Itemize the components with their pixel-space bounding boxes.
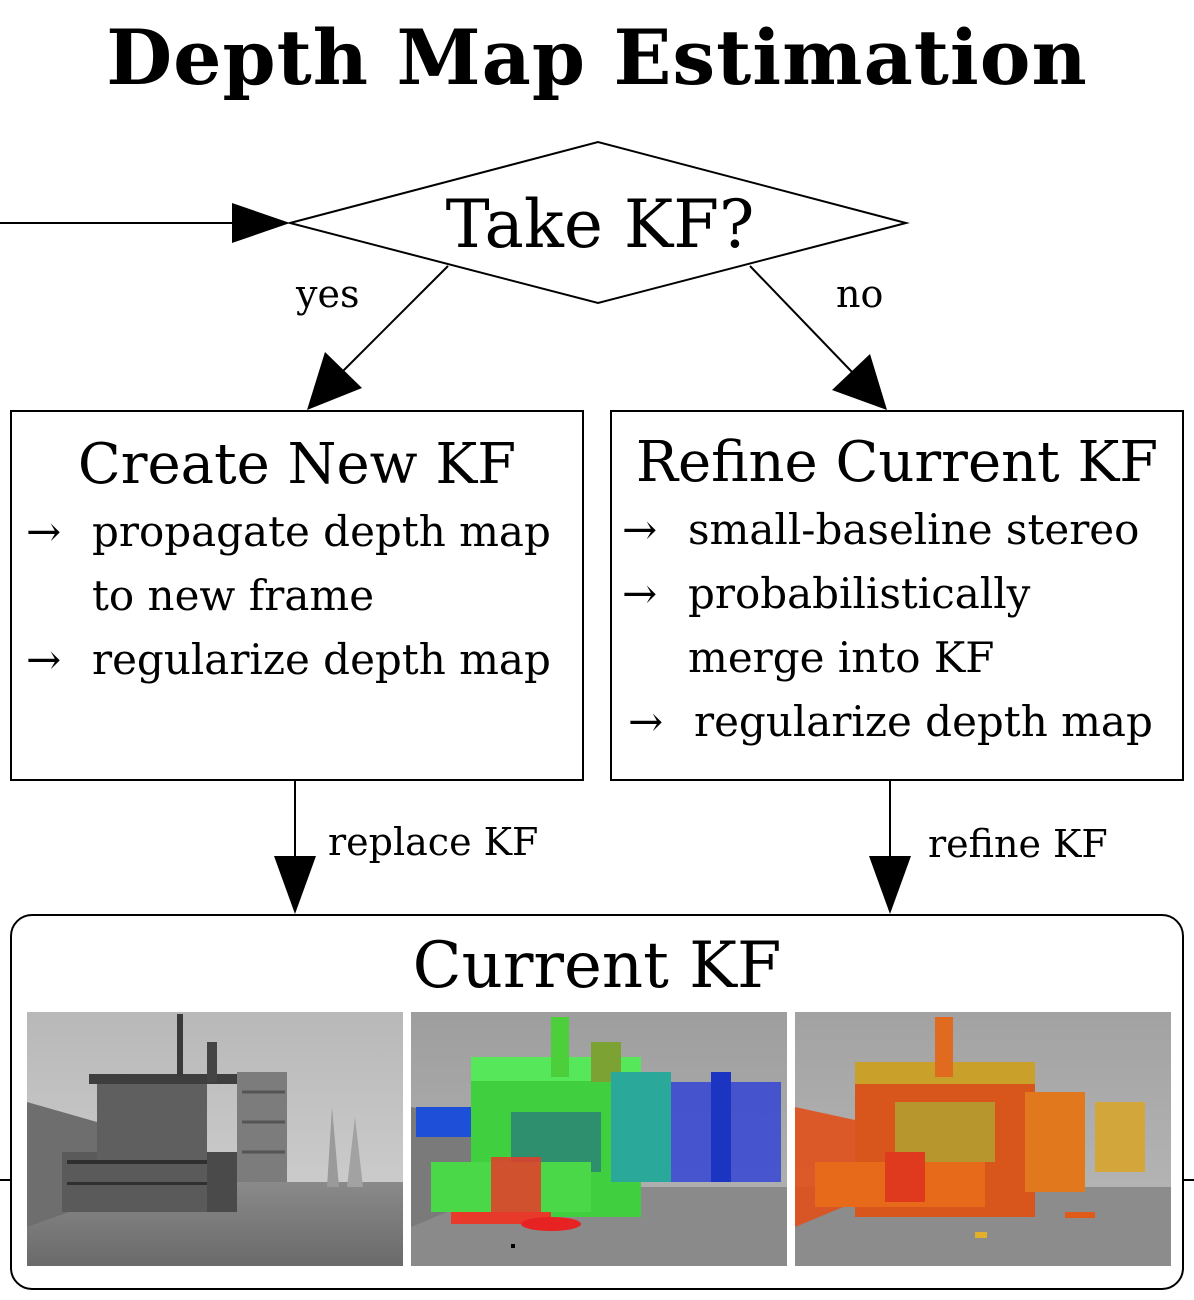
refine-arrowhead bbox=[869, 856, 911, 914]
no-arrowhead bbox=[832, 354, 887, 410]
refine-item-2: → probabilistically bbox=[622, 562, 1182, 626]
refine-current-kf-box: Refine Current KF → small-baseline stereo… bbox=[610, 410, 1184, 781]
refine-item-2-line1: probabilistically bbox=[688, 569, 1031, 618]
create-item-1-cont: to new frame bbox=[92, 571, 375, 620]
refine-item-3-line1: regularize depth map bbox=[694, 697, 1153, 746]
create-item-2: → regularize depth map bbox=[26, 628, 582, 692]
refine-item-2-cont: merge into KF bbox=[688, 633, 995, 682]
current-kf-box bbox=[10, 914, 1184, 1290]
arrow-icon: → bbox=[26, 507, 62, 556]
no-edge bbox=[749, 265, 853, 373]
refine-box-title: Refine Current KF bbox=[635, 430, 1159, 495]
arrow-icon: → bbox=[628, 697, 664, 746]
grayscale-keyframe-image bbox=[27, 1012, 403, 1266]
yes-arrowhead bbox=[307, 352, 362, 410]
yes-label: yes bbox=[296, 272, 360, 316]
create-item-1: → propagate depth map bbox=[26, 500, 582, 564]
current-kf-title: Current KF bbox=[412, 929, 782, 1003]
decision-diamond bbox=[286, 140, 910, 305]
inverse-depth-map-image bbox=[411, 1012, 787, 1266]
refine-kf-label: refine KF bbox=[928, 822, 1108, 866]
refine-item-3: → regularize depth map bbox=[622, 690, 1182, 754]
page-title: Depth Map Estimation bbox=[106, 13, 1088, 102]
arrow-icon: → bbox=[26, 635, 62, 684]
no-label: no bbox=[836, 272, 884, 316]
create-item-2-line1: regularize depth map bbox=[92, 635, 551, 684]
decision-label: Take KF? bbox=[445, 186, 755, 263]
depth-variance-map-image bbox=[795, 1012, 1171, 1266]
arrow-icon: → bbox=[622, 569, 658, 618]
yes-edge bbox=[341, 265, 449, 373]
create-item-1-line1: propagate depth map bbox=[92, 507, 551, 556]
arrow-icon: → bbox=[622, 505, 658, 554]
incoming-arrowhead bbox=[232, 203, 290, 243]
refine-item-1: → small-baseline stereo bbox=[622, 498, 1182, 562]
create-box-title: Create New KF bbox=[77, 432, 517, 497]
replace-kf-label: replace KF bbox=[328, 820, 539, 864]
create-new-kf-box: Create New KF → propagate depth map to ne… bbox=[10, 410, 584, 781]
replace-arrowhead bbox=[274, 856, 316, 914]
refine-item-1-line1: small-baseline stereo bbox=[688, 505, 1140, 554]
